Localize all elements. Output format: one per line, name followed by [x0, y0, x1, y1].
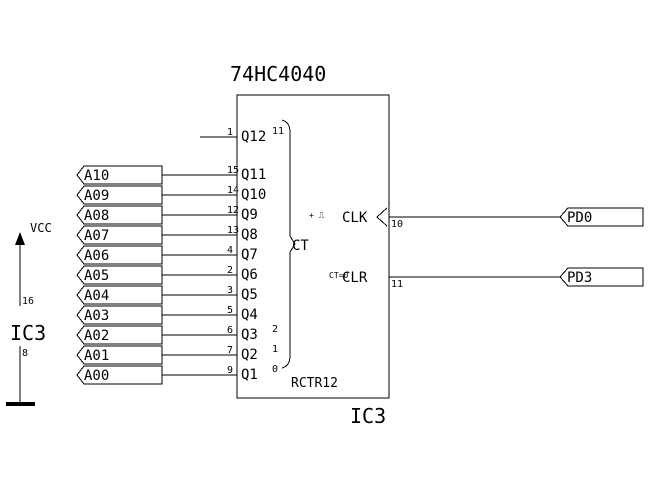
- pin-number: 4: [227, 245, 233, 256]
- pin-number: 15: [227, 165, 239, 176]
- vcc-label: VCC: [30, 221, 52, 235]
- net-label: A01: [84, 348, 109, 364]
- pin-name: Q5: [241, 287, 258, 303]
- ground-bar-icon: [6, 402, 35, 406]
- net-port-flag: [76, 205, 163, 225]
- net-port-flag: [76, 265, 163, 285]
- pin-name: Q10: [241, 187, 266, 203]
- power-designator: IC3: [10, 321, 46, 345]
- output-row: 1 Q12 11: [200, 126, 284, 145]
- pin-name: Q2: [241, 347, 258, 363]
- pin-number: 12: [227, 205, 239, 216]
- clear-qualifier: CT=0: [329, 271, 348, 280]
- pin-name: Q7: [241, 247, 258, 263]
- net-label: A00: [84, 368, 109, 384]
- net-label: A02: [84, 328, 109, 344]
- pin-number: 3: [227, 285, 233, 296]
- pin-name: CLK: [342, 210, 368, 226]
- pin-number: 14: [227, 185, 239, 196]
- net-label: A06: [84, 248, 109, 264]
- clock-edge-icon: [376, 207, 388, 227]
- net-port-flag: [76, 165, 163, 185]
- net-port-flag: [559, 207, 644, 227]
- pin-name: Q6: [241, 267, 258, 283]
- net-label: A08: [84, 208, 109, 224]
- output-row: A05 2 Q6: [76, 265, 258, 285]
- net-label: A03: [84, 308, 109, 324]
- net-label: A07: [84, 228, 109, 244]
- pin-number: 9: [227, 365, 233, 376]
- net-label: PD3: [567, 270, 592, 286]
- bit-weight: 2: [272, 324, 278, 335]
- net-label: A04: [84, 288, 109, 304]
- output-row: A02 6 Q3 2: [76, 324, 278, 345]
- output-row: A04 3 Q5: [76, 285, 258, 305]
- net-label: A10: [84, 168, 109, 184]
- chip-designator: IC3: [350, 404, 386, 428]
- net-port-flag: [76, 245, 163, 265]
- power-symbol: VCC 16 IC3 8: [6, 221, 52, 406]
- net-port-flag: [76, 225, 163, 245]
- pin-number: 1: [227, 127, 233, 138]
- chip-body: [236, 94, 390, 399]
- net-port-flag: [76, 185, 163, 205]
- ct-label: CT: [292, 238, 309, 254]
- pin-name: Q12: [241, 129, 266, 145]
- bit-weight: 1: [272, 344, 278, 355]
- pin-number: 2: [227, 265, 233, 276]
- output-row: A01 7 Q2 1: [76, 344, 278, 365]
- pin-name: Q9: [241, 207, 258, 223]
- gnd-pin-number: 8: [22, 348, 28, 359]
- pin-number: 13: [227, 225, 239, 236]
- clock-qualifier: + ⎍: [309, 211, 325, 220]
- pin-name: Q4: [241, 307, 258, 323]
- pin-name: CLR: [342, 270, 368, 286]
- bit-weight: 11: [272, 126, 284, 137]
- net-port-flag: [76, 325, 163, 345]
- pin-name: Q1: [241, 367, 258, 383]
- pin-number: 11: [391, 279, 403, 290]
- output-group-bracket: [281, 119, 296, 369]
- net-label: PD0: [567, 210, 592, 226]
- bit-weight: 0: [272, 364, 278, 375]
- output-row: A00 9 Q1 0: [76, 364, 278, 385]
- net-port-flag: [559, 267, 644, 287]
- pin-number: 6: [227, 325, 233, 336]
- output-row: A03 5 Q4: [76, 305, 258, 325]
- part-number: 74HC4040: [230, 62, 326, 86]
- net-port-flag: [76, 305, 163, 325]
- vcc-pin-number: 16: [22, 296, 34, 307]
- pin-name: Q8: [241, 227, 258, 243]
- net-port-flag: [76, 285, 163, 305]
- net-label: A05: [84, 268, 109, 284]
- net-label: A09: [84, 188, 109, 204]
- net-port-flag: [76, 345, 163, 365]
- output-row: A06 4 Q7: [76, 245, 258, 265]
- vcc-arrow-icon: [15, 232, 25, 245]
- input-row: PD0 10 CLK + ⎍: [309, 207, 644, 230]
- function-label: RCTR12: [291, 376, 338, 391]
- pin-name: Q3: [241, 327, 258, 343]
- pin-number: 10: [391, 219, 403, 230]
- pin-name: Q11: [241, 167, 266, 183]
- pin-number: 7: [227, 345, 233, 356]
- net-port-flag: [76, 365, 163, 385]
- pin-number: 5: [227, 305, 233, 316]
